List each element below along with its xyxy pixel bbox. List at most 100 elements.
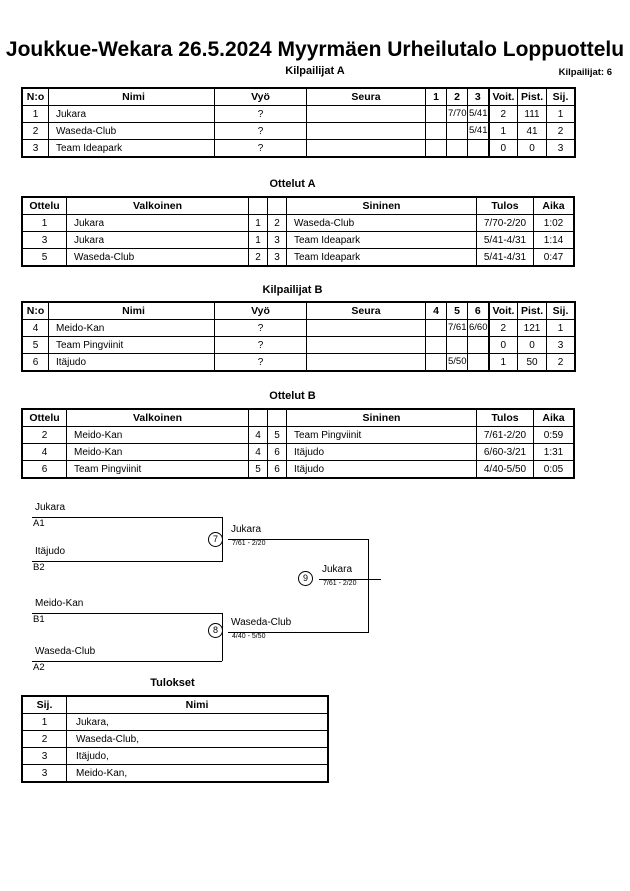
col-tulos: Tulos: [476, 197, 534, 215]
cell-ottelu: 1: [22, 214, 67, 232]
col-aika: Aika: [533, 197, 574, 215]
cell-vyo: ?: [214, 353, 307, 371]
table-row: 4 Meido-Kan ? 7/61 6/60 2 121 1: [22, 319, 575, 337]
cell-nimi: Jukara,: [66, 713, 328, 731]
col-voit: Voit.: [487, 302, 518, 320]
cell-no: 1: [22, 105, 49, 123]
cell-blue-no: 6: [267, 460, 287, 478]
cell-aika: 0:59: [533, 426, 574, 444]
col-vyo: Vyö: [214, 88, 307, 106]
cell-round-3: 5/41: [467, 122, 489, 140]
cell-vyo: ?: [214, 122, 307, 140]
cell-blue-no: 6: [267, 443, 287, 461]
col-sij: Sij.: [22, 696, 67, 714]
cell-valkoinen: Jukara: [66, 231, 249, 249]
bracket-entry-seed: B2: [33, 562, 45, 573]
cell-valkoinen: Meido-Kan: [66, 443, 249, 461]
cell-ottelu: 6: [22, 460, 67, 478]
col-round-4: 4: [425, 302, 447, 320]
col-valkoinen: Valkoinen: [66, 197, 249, 215]
cell-ottelu: 5: [22, 248, 67, 266]
col-nimi: Nimi: [66, 696, 328, 714]
cell-voit: 2: [487, 105, 518, 123]
cell-sininen: Team Ideapark: [286, 248, 477, 266]
table-row: 1 Jukara ? 7/70 5/41 2 111 1: [22, 105, 575, 123]
caption-matches-a: Ottelut A: [269, 178, 316, 190]
cell-voit: 1: [487, 122, 518, 140]
cell-sij: 3: [546, 139, 575, 157]
cell-sij: 3: [546, 336, 575, 354]
bracket-line: [228, 632, 368, 633]
col-round-5: 5: [446, 302, 468, 320]
col-white-no: [248, 197, 268, 215]
cell-round-3: [467, 139, 489, 157]
cell-aika: 1:02: [533, 214, 574, 232]
cell-blue-no: 5: [267, 426, 287, 444]
cell-seura: [306, 105, 426, 123]
cell-sij: 2: [546, 122, 575, 140]
col-no: N:o: [22, 302, 49, 320]
col-nimi: Nimi: [48, 88, 215, 106]
cell-white-no: 2: [248, 248, 268, 266]
col-white-no: [248, 409, 268, 427]
cell-no: 3: [22, 139, 49, 157]
cell-white-no: 1: [248, 231, 268, 249]
col-tulos: Tulos: [476, 409, 534, 427]
matches-b-table: Ottelu Valkoinen Sininen Tulos Aika 2 Me…: [21, 408, 575, 479]
cell-vyo: ?: [214, 139, 307, 157]
cell-nimi: Itäjudo,: [66, 747, 328, 765]
bracket-line: [32, 661, 222, 662]
cell-round-1: [425, 139, 447, 157]
col-voit: Voit.: [487, 88, 518, 106]
cell-round-5: [446, 336, 468, 354]
cell-valkoinen: Jukara: [66, 214, 249, 232]
col-seura: Seura: [306, 302, 426, 320]
pool-a-table: N:o Nimi Vyö Seura 1 2 3 Voit. Pist. Sij…: [21, 87, 576, 158]
cell-valkoinen: Meido-Kan: [66, 426, 249, 444]
bracket-line: [319, 579, 381, 580]
col-round-3: 3: [467, 88, 489, 106]
cell-ottelu: 2: [22, 426, 67, 444]
bracket-match-winner: Jukara: [322, 564, 353, 575]
cell-blue-no: 2: [267, 214, 287, 232]
bracket-entry-name: Meido-Kan: [35, 598, 84, 609]
cell-seura: [306, 122, 426, 140]
table-header-row: Ottelu Valkoinen Sininen Tulos Aika: [22, 197, 574, 215]
cell-blue-no: 3: [267, 231, 287, 249]
tournament-bracket: Jukara A1 Itäjudo B2 7 Jukara 7/61 - 2/2…: [0, 495, 630, 675]
bracket-match-node: 9: [298, 571, 313, 586]
cell-aika: 1:31: [533, 443, 574, 461]
cell-no: 4: [22, 319, 49, 337]
cell-white-no: 4: [248, 443, 268, 461]
bracket-entry-seed: A1: [33, 518, 45, 529]
cell-round-5: 5/50: [446, 353, 468, 371]
cell-voit: 1: [487, 353, 518, 371]
page-title: Joukkue-Wekara 26.5.2024 Myyrmäen Urheil…: [5, 38, 625, 61]
table-row: 3 Jukara 1 3 Team Ideapark 5/41-4/31 1:1…: [22, 231, 574, 249]
cell-pist: 121: [517, 319, 547, 337]
caption-pool-b: Kilpailijat B: [262, 284, 323, 296]
col-ottelu: Ottelu: [22, 409, 67, 427]
bracket-match-node: 7: [208, 532, 223, 547]
table-row: 2 Meido-Kan 4 5 Team Pingviinit 7/61-2/2…: [22, 426, 574, 444]
table-row: 2 Waseda-Club ? 5/41 1 41 2: [22, 122, 575, 140]
cell-pist: 41: [517, 122, 547, 140]
cell-sininen: Team Ideapark: [286, 231, 477, 249]
col-valkoinen: Valkoinen: [66, 409, 249, 427]
cell-round-3: 5/41: [467, 105, 489, 123]
table-row: 3 Itäjudo,: [22, 747, 328, 765]
col-blue-no: [267, 409, 287, 427]
bracket-entry-seed: A2: [33, 662, 45, 673]
col-pist: Pist.: [517, 302, 547, 320]
cell-sij: 1: [546, 319, 575, 337]
competitor-count: Kilpailijat: 6: [558, 67, 612, 78]
col-seura: Seura: [306, 88, 426, 106]
cell-sininen: Itäjudo: [286, 443, 477, 461]
cell-vyo: ?: [214, 336, 307, 354]
bracket-line: [368, 539, 369, 633]
cell-no: 6: [22, 353, 49, 371]
col-sij: Sij.: [546, 88, 575, 106]
col-aika: Aika: [533, 409, 574, 427]
cell-sininen: Itäjudo: [286, 460, 477, 478]
cell-sij: 2: [546, 353, 575, 371]
